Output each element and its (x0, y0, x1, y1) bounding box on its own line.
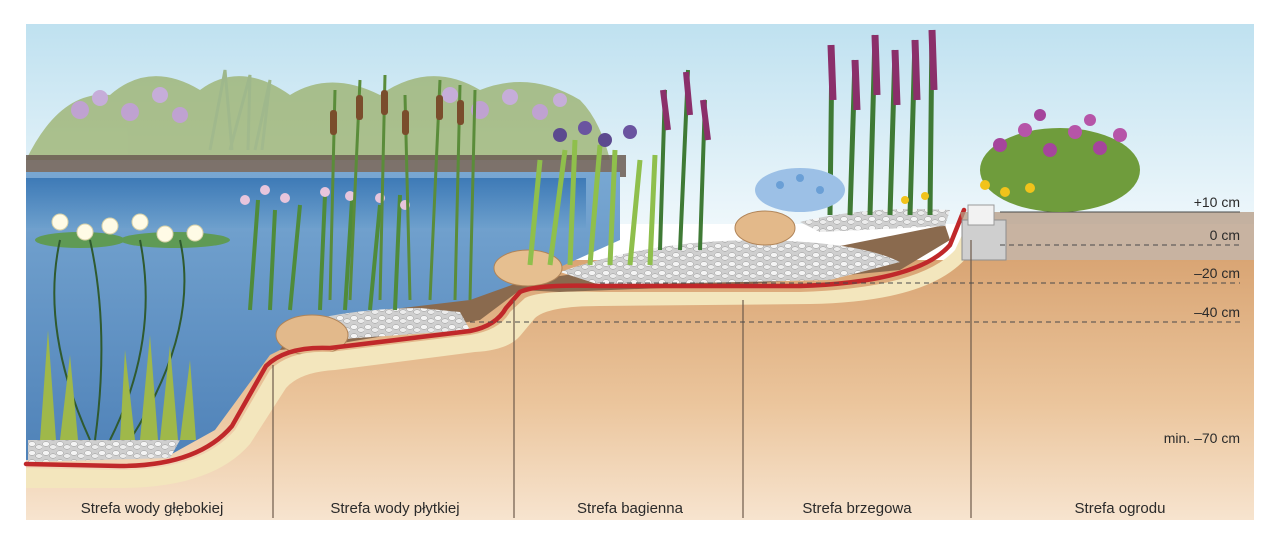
background-flower-bed (26, 69, 610, 160)
garden-flowers (980, 109, 1140, 212)
far-water-surface (26, 178, 586, 228)
pebbles-shelf-2 (560, 240, 900, 285)
bank-plants (755, 29, 938, 216)
marsh-plants (527, 69, 711, 266)
edge-stone (967, 204, 995, 226)
zone-label-deep-water: Strefa wody głębokiej (81, 500, 224, 517)
zone-label-shallow-water: Strefa wody płytkiej (330, 500, 459, 517)
submerged-plants (40, 330, 196, 440)
pond-liner (23, 207, 967, 469)
depth-label-minus40: –40 cm (1194, 304, 1240, 320)
cattails (328, 74, 477, 301)
pebbles-deep (28, 440, 180, 462)
water-lilies (35, 213, 230, 441)
protective-fleece (26, 218, 982, 488)
depth-label-minus20: –20 cm (1194, 265, 1240, 281)
garden-ground (960, 212, 1254, 260)
depth-label-zero: 0 cm (1210, 227, 1240, 243)
zone-label-bank: Strefa brzegowa (802, 500, 912, 517)
boulder (734, 210, 796, 246)
edge-curb (961, 219, 1007, 261)
boulder (493, 249, 563, 287)
zone-label-garden: Strefa ogrodu (1075, 500, 1166, 517)
depth-label-plus10: +10 cm (1194, 194, 1240, 210)
zone-label-marsh: Strefa bagienna (577, 500, 684, 517)
far-bank (26, 155, 626, 177)
shallow-water-plants (240, 185, 410, 311)
depth-label-min70: min. –70 cm (1164, 430, 1240, 446)
